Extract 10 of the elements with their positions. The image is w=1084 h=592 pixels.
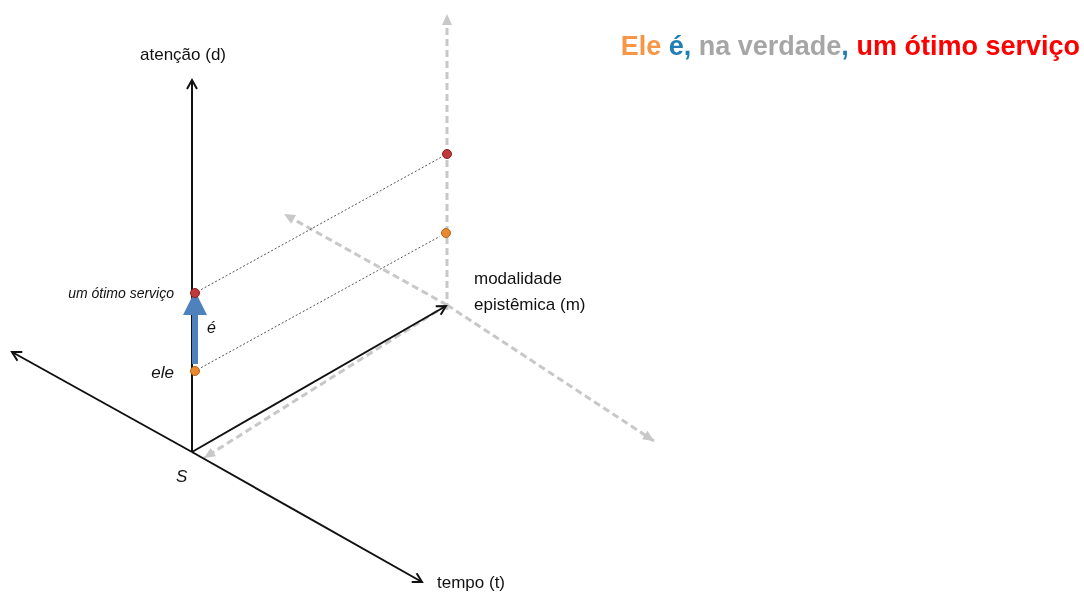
- axis-label: tempo (t): [437, 572, 506, 592]
- title: Ele é, na verdade, um ótimo serviço: [620, 30, 1080, 63]
- point-label: um ótimo serviço: [68, 284, 174, 303]
- axis-label: atenção (d): [140, 44, 226, 66]
- axis-label: S: [176, 466, 188, 488]
- point-label: ele: [151, 362, 174, 384]
- edge-label: é: [206, 320, 217, 336]
- dotted-line: [200, 235, 441, 369]
- axis-label: modalidade epistêmica (m): [474, 268, 587, 316]
- dotted-line: [200, 156, 442, 291]
